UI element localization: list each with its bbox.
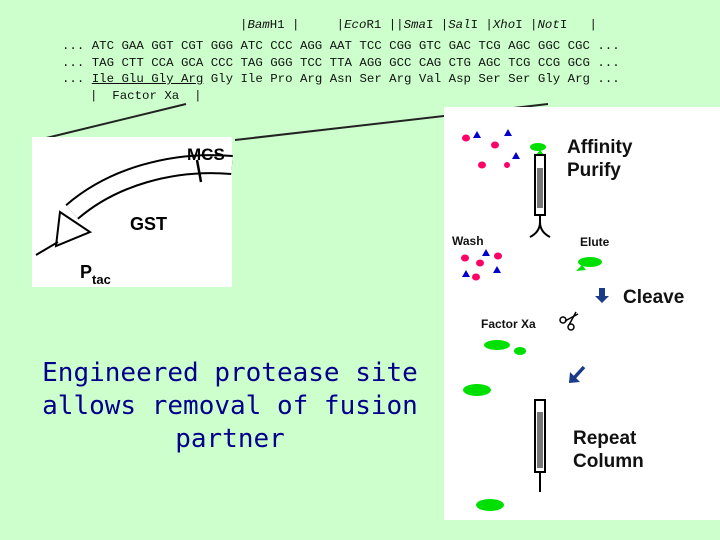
site-label-segment: Sal [448, 18, 471, 32]
arrow-head [569, 372, 580, 383]
top-strand: ... ATC GAA GGT CGT GGG ATC CCC AGG AAT … [62, 39, 620, 53]
arrow-shaft [572, 365, 586, 380]
plasmid-arc [66, 156, 233, 219]
scissors-blade [564, 313, 579, 322]
affinity-column [529, 154, 551, 238]
sequence-block: |BamH1 | |EcoR1 ||SmaI |SalI |XhoI |NotI… [0, 0, 620, 103]
scissors-ring [567, 323, 575, 331]
gst-label: GST [130, 214, 167, 234]
scissors-blade [568, 311, 577, 326]
promoter-arrow-tail [35, 241, 59, 256]
contaminant-dot [491, 141, 499, 149]
main-caption-line-1: Engineered protease site [42, 358, 418, 388]
site-label-segment: I | [559, 18, 597, 32]
site-label-segment: I | [425, 18, 449, 32]
site-label-segment: R1 || [366, 18, 404, 32]
contaminant-dot [472, 273, 480, 281]
affinity-purify-line-2: Purify [567, 160, 621, 181]
mcs-tick [195, 159, 203, 183]
wash-label: Wash [452, 234, 484, 248]
site-label-segment: Not [537, 18, 560, 32]
arrow-head [595, 296, 609, 303]
promoter-arrow-head [54, 210, 93, 248]
site-label-segment: Sma [403, 18, 426, 32]
scissors-icon [559, 311, 579, 331]
cleave-label: Cleave [623, 287, 684, 308]
contaminant-dot [461, 254, 469, 262]
factor-xa-site-residues: Ile Glu Gly Arg [91, 72, 204, 86]
site-label-segment: Eco [344, 18, 367, 32]
factor-xa-marker: | Factor Xa | [90, 89, 202, 103]
column-resin [537, 412, 543, 468]
cleave-arrow-icon [595, 288, 609, 303]
promoter-subscript: tac [92, 272, 111, 287]
factor-xa-label: Factor Xa [481, 317, 536, 331]
fusion-protein [530, 143, 546, 151]
contaminant-triangle [473, 131, 481, 138]
restriction-site-labels: |BamH1 | |EcoR1 ||SmaI |SalI |XhoI |NotI… [240, 19, 597, 32]
main-caption-line-2: allows removal of fusion [42, 391, 418, 421]
eluted-protein-tag [576, 265, 586, 271]
arrow-shaft [599, 288, 605, 296]
cleaved-target-protein [514, 347, 526, 355]
gst-to-column [463, 384, 491, 396]
affinity-purify-line-1: Affinity [567, 137, 633, 158]
elute-label: Elute [580, 235, 610, 249]
contaminant-dot [494, 252, 502, 260]
contaminant-dot [476, 259, 484, 267]
diagonal-arrow-icon [569, 365, 586, 383]
repeat-column [534, 399, 546, 492]
site-label-segment: Bam [247, 18, 270, 32]
purified-protein [476, 499, 504, 511]
main-caption: Engineered protease site allows removal … [20, 357, 440, 456]
contaminant-dot [478, 161, 486, 169]
outlet-branch-elute [539, 221, 551, 238]
pointer-line-left [37, 103, 187, 141]
main-caption-line-3: partner [175, 424, 285, 454]
site-label-segment: Xho [492, 18, 516, 32]
site-label-segment: | [299, 18, 345, 32]
fusion-protein-tag [536, 150, 544, 155]
mcs-label: MCS [187, 145, 225, 164]
aa-prefix: ... [62, 72, 92, 86]
contaminant-dot [462, 134, 470, 142]
workflow-panel [444, 107, 720, 520]
contaminant-triangle [482, 249, 490, 256]
protein-mixture-top [462, 129, 546, 169]
site-label-segment: | [240, 18, 248, 32]
cleaved-gst [484, 340, 510, 350]
repeat-column-line-1: Repeat [573, 428, 637, 449]
contaminant-triangle [462, 270, 470, 277]
column-resin [537, 168, 543, 208]
site-label-segment: I | [515, 18, 538, 32]
promoter-label: Ptac [80, 262, 111, 287]
contaminant-triangle [504, 129, 512, 136]
bottom-strand: ... TAG CTT CCA GCA CCC TAG GGG TCC TTA … [62, 56, 620, 70]
wash-effluent [461, 249, 502, 281]
promoter-letter: P [80, 262, 92, 282]
site-label-segment: I | [470, 18, 493, 32]
contaminant-triangle [493, 266, 501, 273]
contaminant-triangle [512, 152, 520, 159]
repeat-column-line-2: Column [573, 451, 644, 472]
site-label-segment: H1 | [269, 18, 300, 32]
contaminant-dot [504, 162, 510, 168]
eluted-fusion-protein [578, 257, 602, 267]
amino-acid-line: ... Ile Glu Gly Arg Gly Ile Pro Arg Asn … [62, 73, 620, 86]
aa-rest: Gly Ile Pro Arg Asn Ser Arg Val Asp Ser … [203, 72, 620, 86]
